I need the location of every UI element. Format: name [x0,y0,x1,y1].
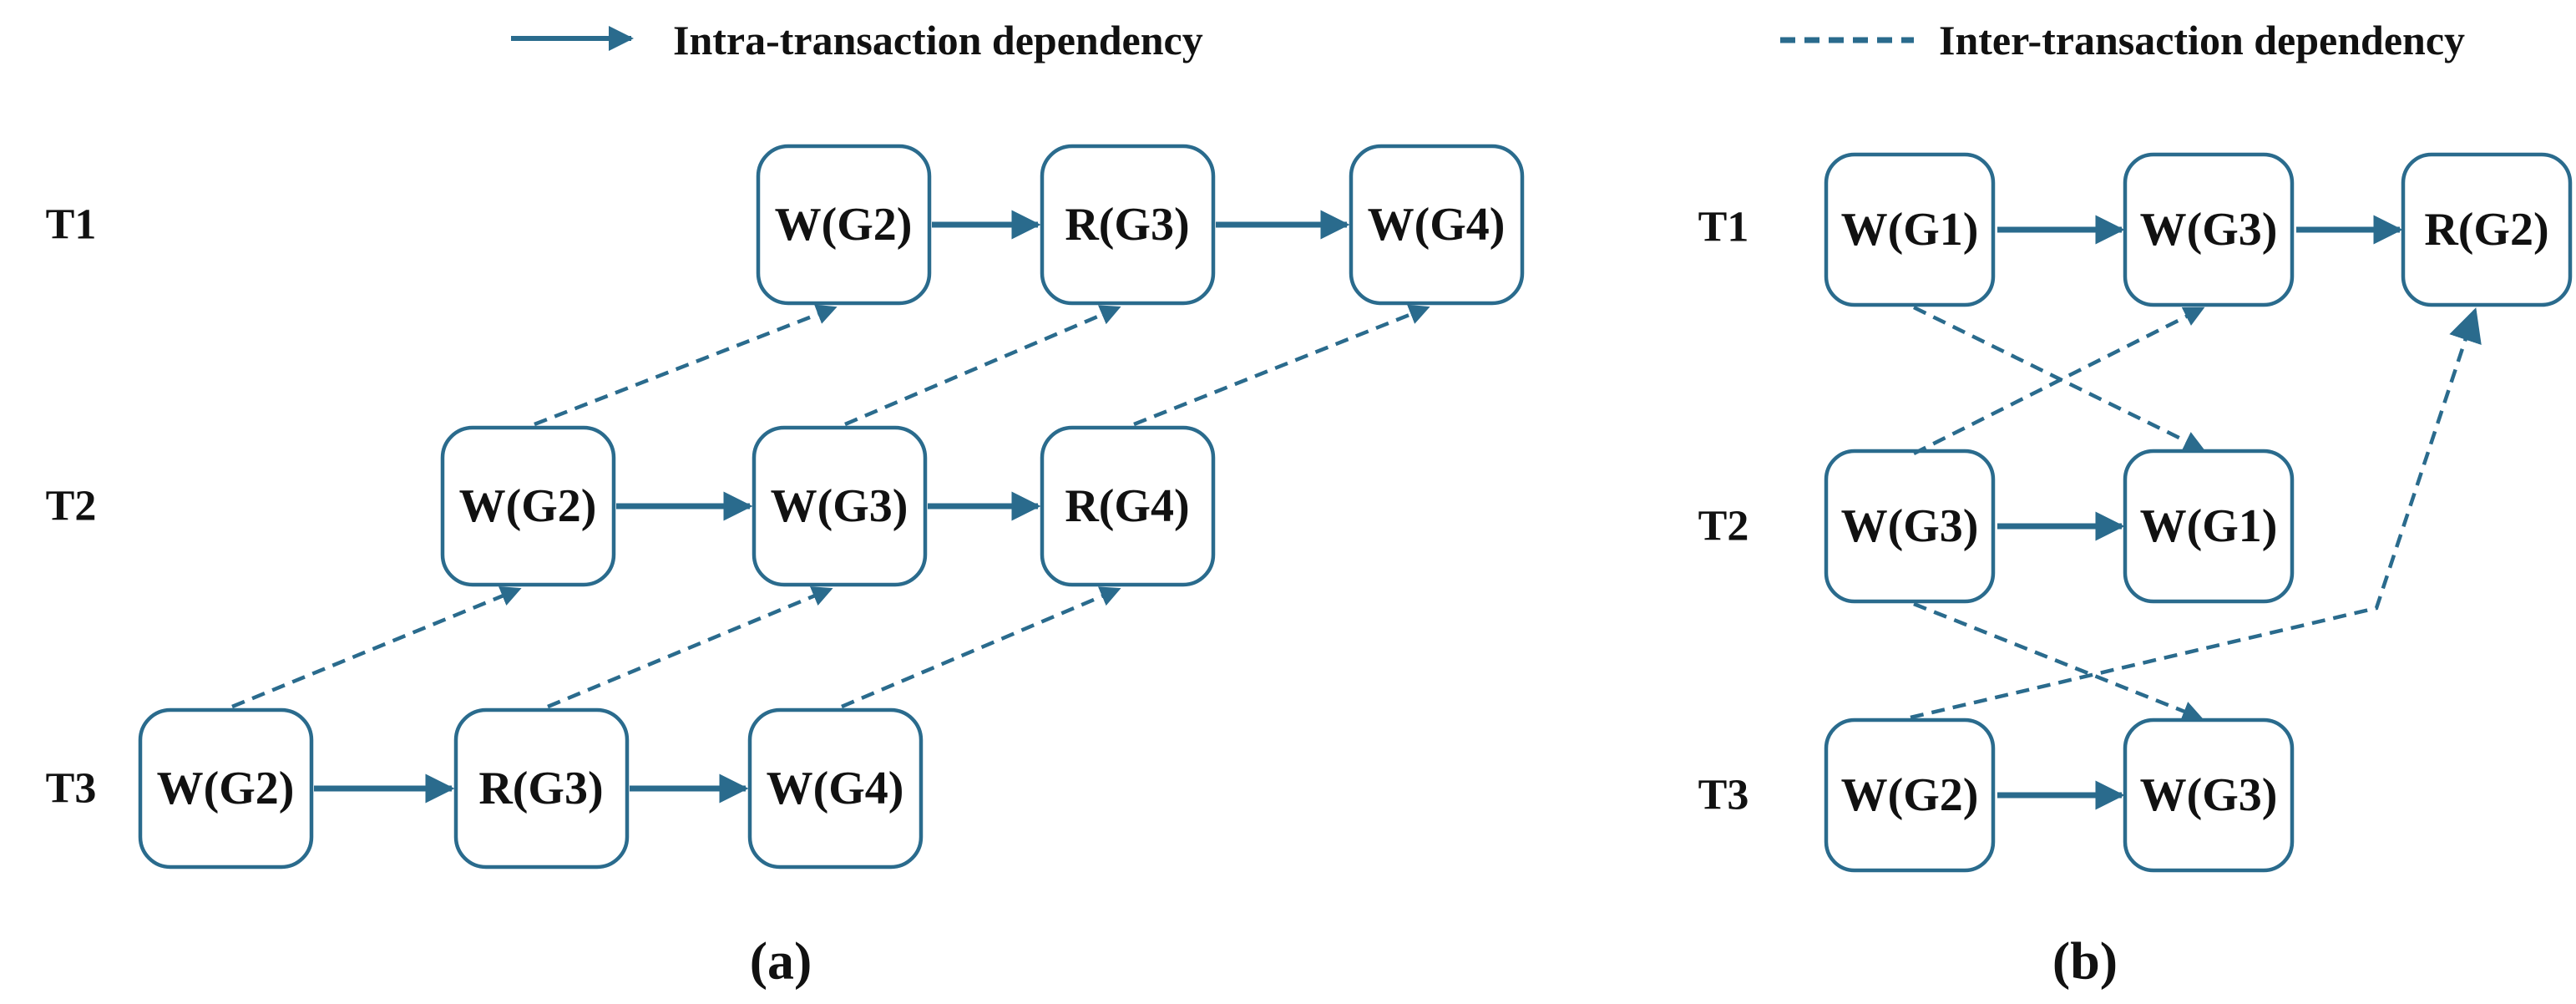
node-box [752,425,928,587]
row-a-t1: W(G2) R(G3) W(G4) [756,144,1525,306]
row-label-a-t2: T2 [46,483,97,530]
panel-a: Intra-transaction dependency T1 T2 T3 W(… [46,17,1525,991]
node-box [1040,425,1216,587]
node-box [1040,144,1216,306]
node-label: W(G4) [767,763,904,814]
row-b-t3: W(G2) W(G3) [1824,718,2295,873]
node-label: W(G3) [2140,769,2278,821]
node-label: W(G2) [459,480,597,532]
inter-arrow-t3wg2-t2wg2 [231,586,522,709]
node-box [453,707,630,870]
node-label: W(G3) [771,480,908,532]
node-label: R(G3) [478,763,603,814]
legend-b: Inter-transaction dependency [1780,17,2465,63]
node-box [756,144,932,306]
node-box [2401,152,2573,307]
node-box [1824,152,1996,307]
inter-dependencies-a [231,304,1430,709]
node-box [1824,449,1996,604]
inter-arrow-t3wg4-t2rg4 [841,586,1121,709]
row-a-t2: W(G2) W(G3) R(G4) [440,425,1216,587]
row-a-t3: W(G2) R(G3) W(G4) [138,707,924,870]
inter-arrow-t1wg1-t2wg1 [1913,305,2205,451]
node-box [1824,718,1996,873]
row-b-t2: W(G3) W(G1) [1824,449,2295,604]
row-label-b-t2: T2 [1698,503,1749,550]
row-label-a-t1: T1 [46,201,97,249]
caption-b: (b) [2052,931,2118,991]
node-box [2123,718,2295,873]
inter-arrow-t2wg3-t1rg3 [844,305,1121,427]
node-box [747,707,924,870]
node-label: W(G3) [1841,500,1979,552]
inter-arrow-t2rg4-t1wg4 [1133,304,1430,427]
node-label: R(G3) [1065,199,1189,251]
inter-arrow-t3rg3-t2wg3 [547,586,833,709]
node-label: W(G4) [1368,199,1506,251]
inter-arrow-t3wg2-t1rg2 [1910,307,2482,720]
legend-b-label: Inter-transaction dependency [1939,17,2465,63]
node-box [2123,152,2295,307]
node-label: R(G2) [2424,204,2548,256]
node-label: W(G1) [1841,204,1979,256]
node-box [440,425,616,587]
node-label: W(G1) [2140,500,2278,552]
node-label: W(G2) [1841,769,1979,821]
panel-b: Inter-transaction dependency T1 T2 T3 W(… [1698,17,2573,991]
caption-a: (a) [750,931,812,991]
row-label-b-t3: T3 [1698,772,1749,819]
node-box [138,707,314,870]
inter-dependencies-b [1910,305,2482,722]
node-label: W(G3) [2140,204,2278,256]
node-box [1349,144,1525,306]
legend-a-label: Intra-transaction dependency [673,17,1203,63]
row-label-a-t3: T3 [46,765,97,813]
inter-arrow-t2wg2-t1wg2 [534,304,838,427]
node-label: W(G2) [775,199,913,251]
inter-arrow-t2wg3-t3wg3 [1913,601,2204,722]
legend-a: Intra-transaction dependency [511,17,1203,63]
node-box [2123,449,2295,604]
row-label-b-t1: T1 [1698,204,1749,251]
node-label: W(G2) [157,763,295,814]
inter-arrow-t2wg3-t1wg3 [1912,307,2205,456]
node-label: R(G4) [1065,480,1189,532]
row-b-t1: W(G1) W(G3) R(G2) [1824,152,2573,307]
